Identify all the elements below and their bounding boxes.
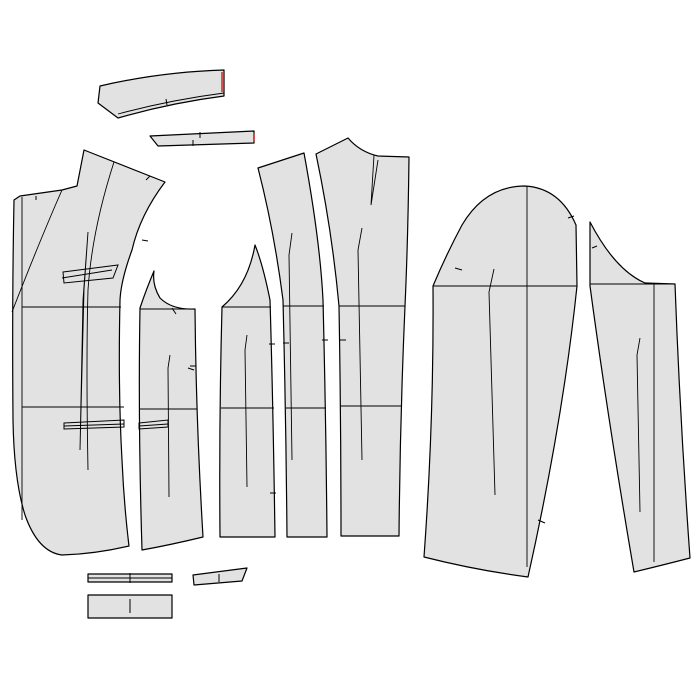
side-back-panel[interactable] <box>219 244 276 538</box>
pocket-flap[interactable] <box>87 594 173 619</box>
center-back-panel[interactable] <box>315 137 410 537</box>
welt-strip[interactable] <box>87 573 173 583</box>
breast-welt[interactable] <box>192 567 248 586</box>
top-sleeve[interactable] <box>423 185 578 578</box>
back-panel[interactable] <box>257 152 328 538</box>
side-panel[interactable] <box>138 270 204 551</box>
under-sleeve[interactable] <box>589 221 691 573</box>
collar[interactable] <box>97 69 225 119</box>
front-panel[interactable] <box>11 149 166 556</box>
collar-stand[interactable] <box>149 130 255 147</box>
